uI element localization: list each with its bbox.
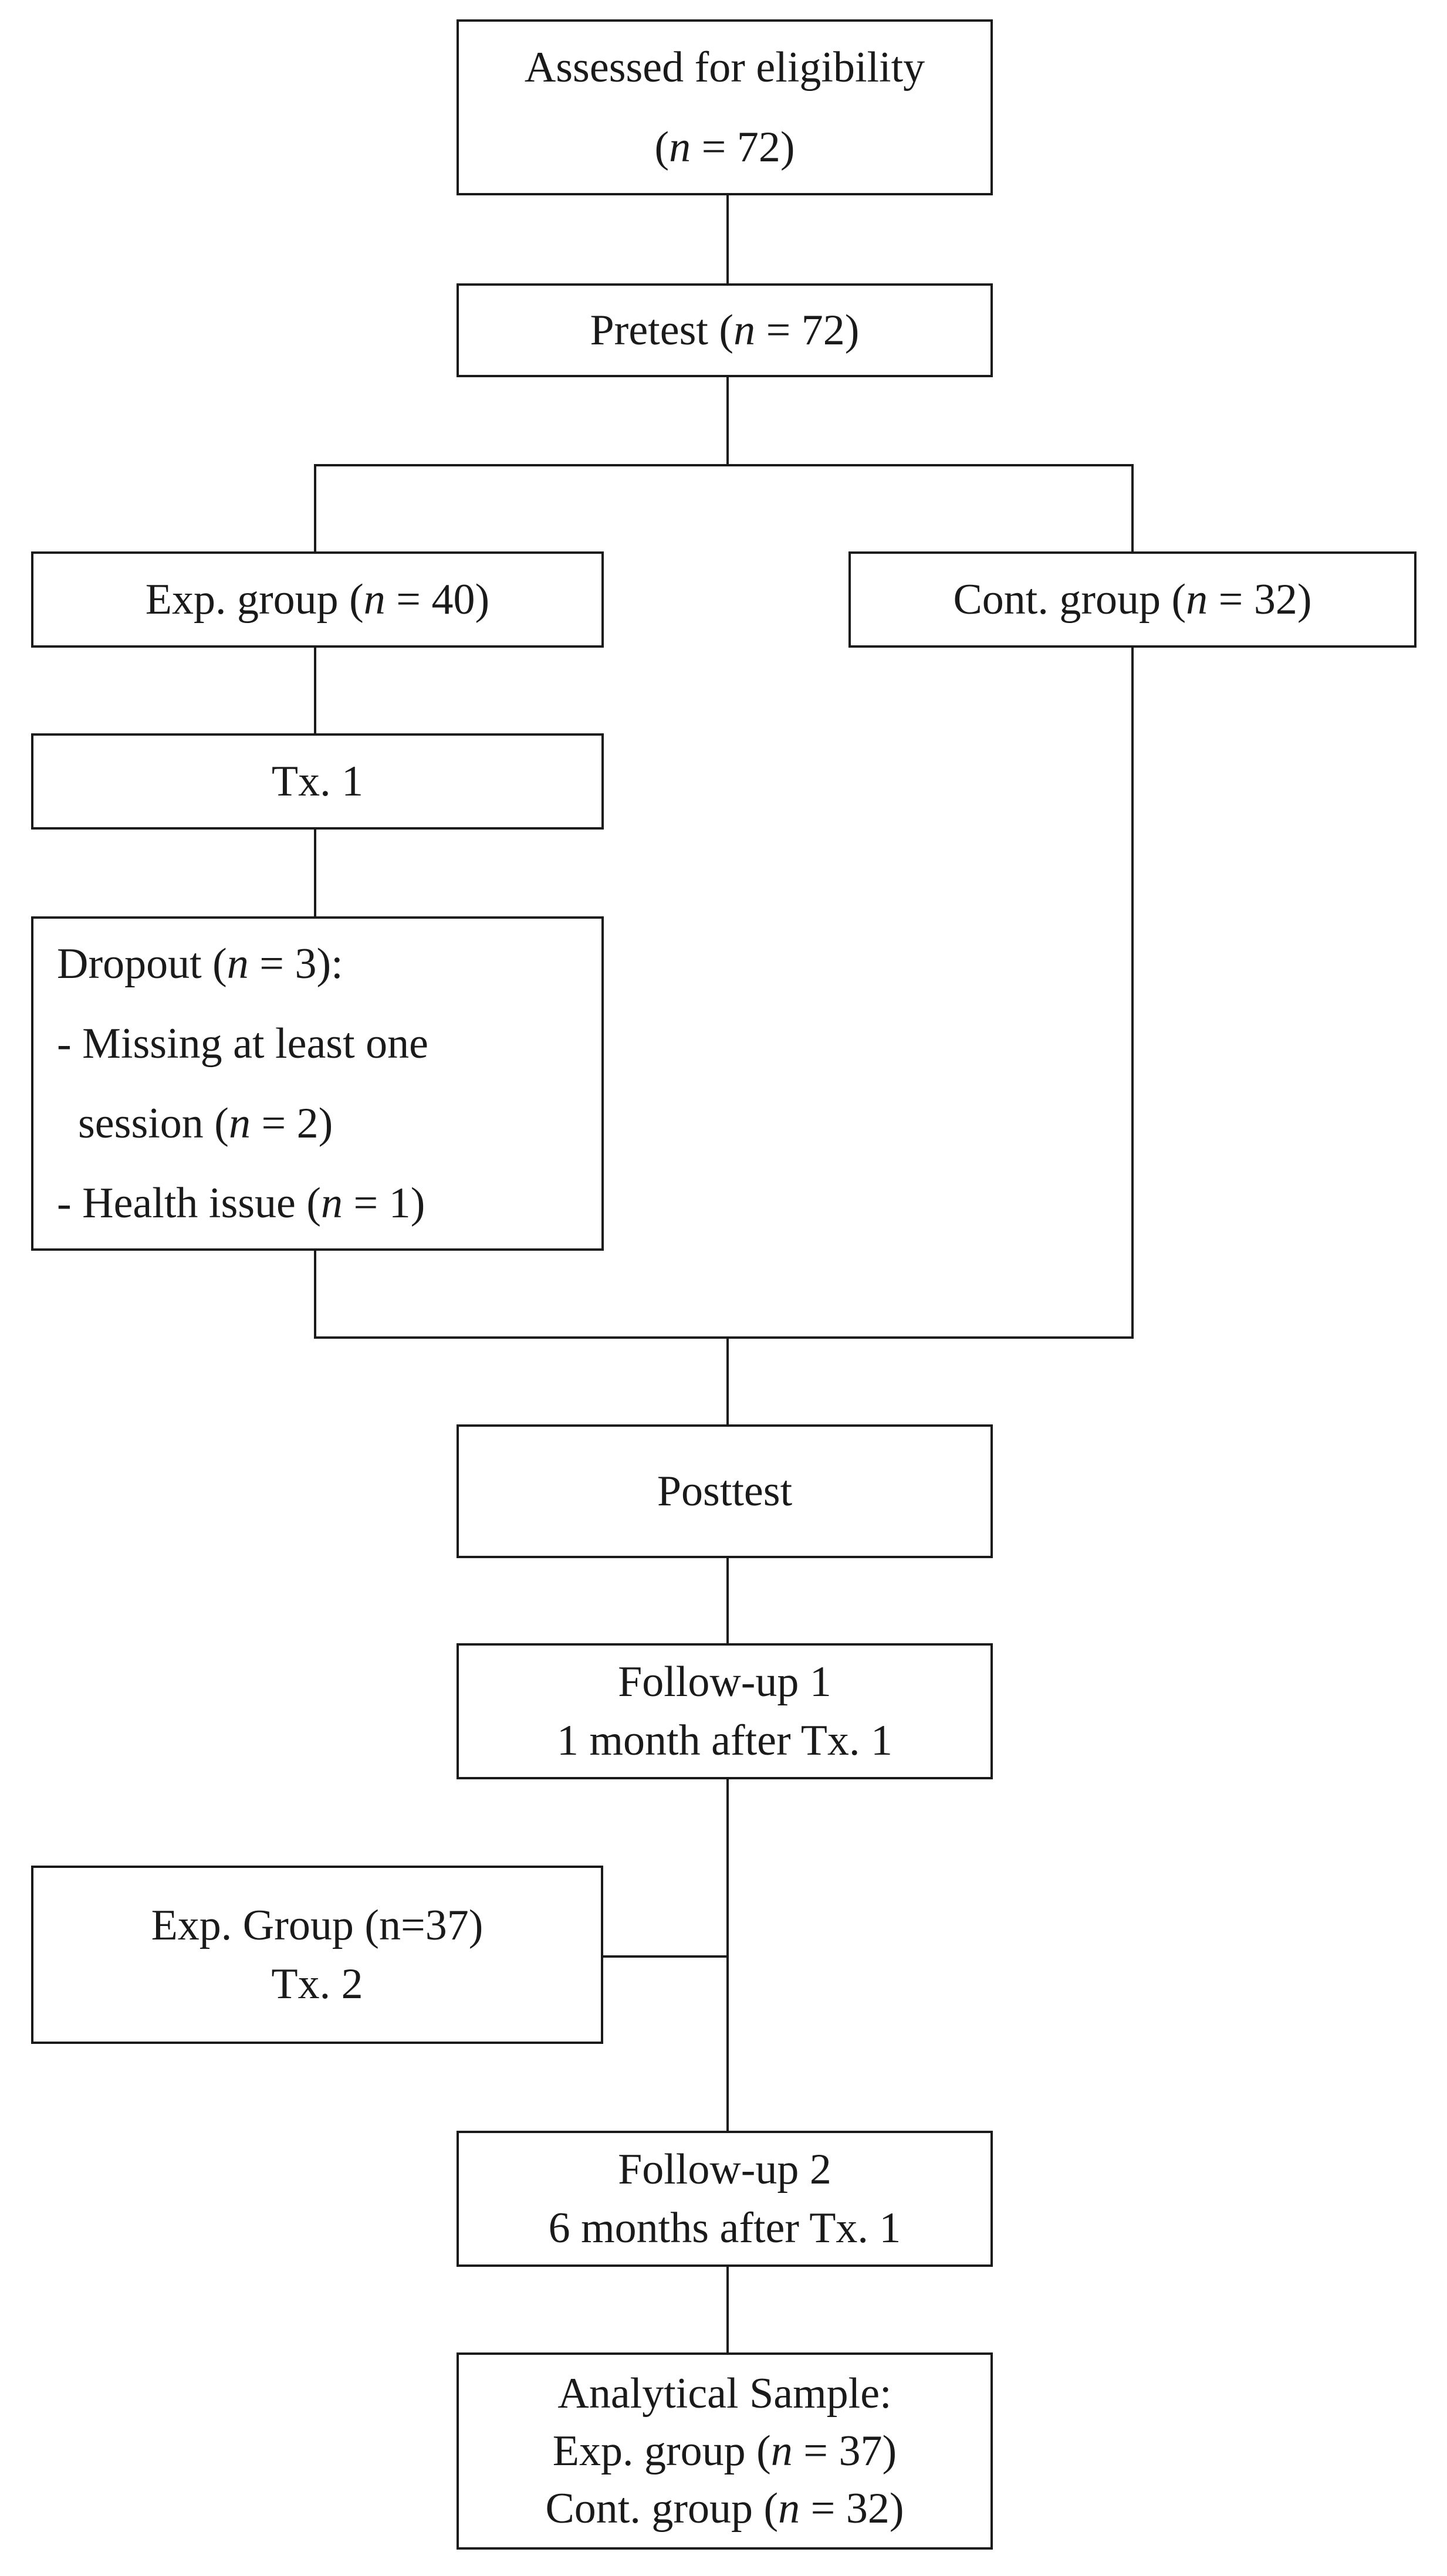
tx1-label: Tx. 1 [271,757,364,805]
followup2-box: Follow-up 2 6 months after Tx. 1 [457,2131,993,2267]
pretest-box: Pretest (n = 72) [457,283,993,377]
dropout-health-issue: - Health issue (n = 1) [57,1179,425,1227]
exp-group-tx2-box: Exp. Group (n=37) Tx. 2 [31,1866,603,2044]
cont-group-label: Cont. group (n = 32) [953,576,1312,624]
followup2-timing: 6 months after Tx. 1 [548,2204,901,2252]
cont-group-box: Cont. group (n = 32) [848,551,1416,648]
posttest-box: Posttest [457,1424,993,1558]
followup2-title: Follow-up 2 [618,2145,831,2194]
dropout-box: Dropout (n = 3): - Missing at least one … [31,916,604,1251]
assessed-eligibility-box: Assessed for eligibility (n = 72) [457,19,993,195]
followup1-title: Follow-up 1 [618,1658,831,1706]
tx1-box: Tx. 1 [31,733,604,830]
followup1-box: Follow-up 1 1 month after Tx. 1 [457,1643,993,1779]
analytical-sample-title: Analytical Sample: [557,2369,892,2418]
exp-group-tx2-treatment: Tx. 2 [271,1960,363,2008]
dropout-title: Dropout (n = 3): [57,940,343,988]
dropout-missing-session-count: session (n = 2) [78,1099,333,1147]
assessed-count: (n = 72) [654,123,795,171]
assessed-title: Assessed for eligibility [524,43,925,92]
pretest-label: Pretest (n = 72) [590,306,860,354]
exp-group-tx2-title: Exp. Group (n=37) [151,1901,484,1949]
analytical-cont-count: Cont. group (n = 32) [545,2484,904,2533]
followup1-timing: 1 month after Tx. 1 [556,1717,893,1765]
analytical-exp-count: Exp. group (n = 37) [552,2427,897,2475]
dropout-missing-session: - Missing at least one [57,1020,429,1068]
exp-group-box: Exp. group (n = 40) [31,551,604,648]
exp-group-label: Exp. group (n = 40) [145,576,490,624]
analytical-sample-box: Analytical Sample: Exp. group (n = 37) C… [457,2352,993,2550]
posttest-label: Posttest [657,1467,793,1515]
